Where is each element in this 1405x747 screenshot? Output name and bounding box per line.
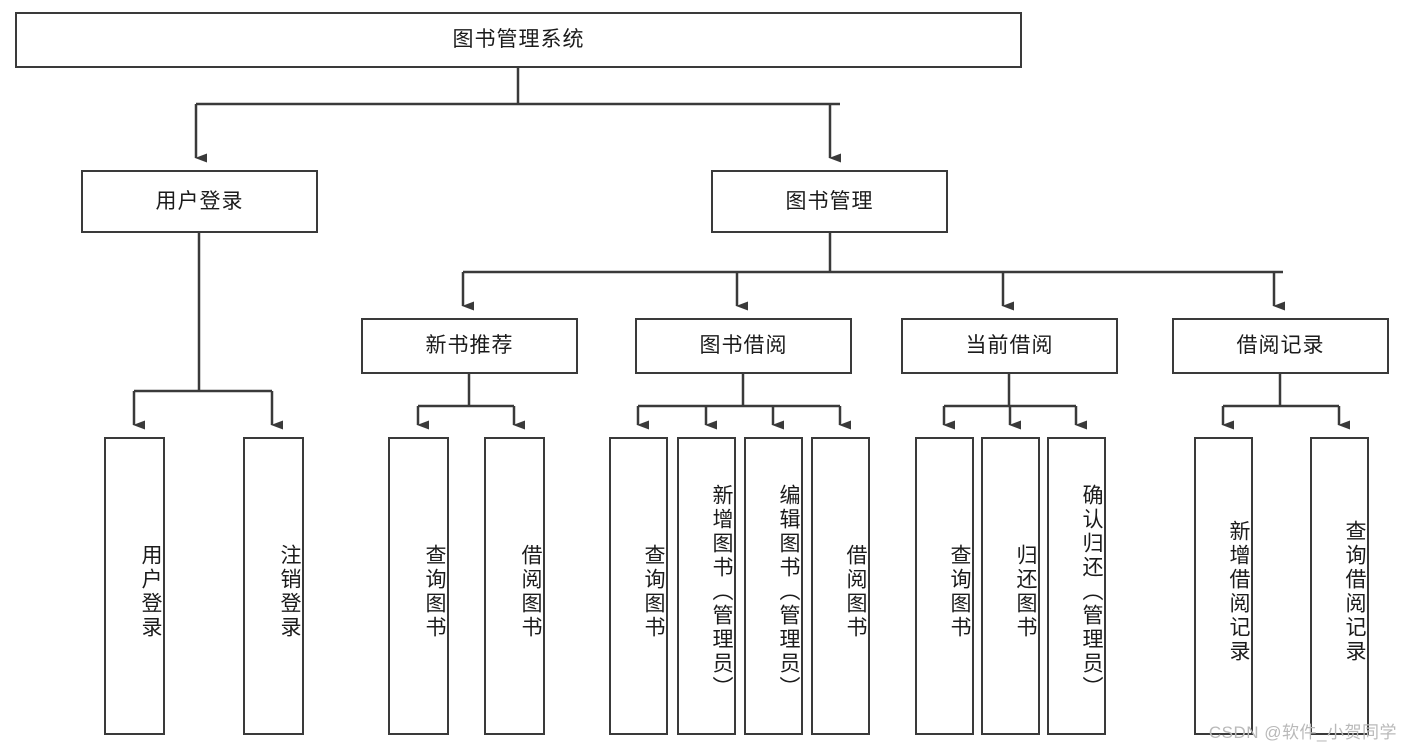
leaf-user-login-label: 用户登录 (139, 544, 162, 640)
leaf-add-book[interactable]: 新增图书（管理员） (677, 437, 736, 735)
leaf-query-book-2[interactable]: 查询图书 (609, 437, 668, 735)
leaf-query-record[interactable]: 查询借阅记录 (1310, 437, 1369, 735)
node-new-book-recommend-label: 新书推荐 (425, 334, 514, 358)
leaf-edit-book[interactable]: 编辑图书（管理员） (744, 437, 803, 735)
leaf-query-book-3[interactable]: 查询图书 (915, 437, 974, 735)
leaf-query-record-label: 查询借阅记录 (1343, 520, 1366, 664)
leaf-query-book-1-label: 查询图书 (423, 544, 446, 640)
node-book-borrow[interactable]: 图书借阅 (635, 318, 852, 374)
node-borrow-record-label: 借阅记录 (1236, 334, 1325, 358)
leaf-user-logout-label: 注销登录 (278, 544, 301, 640)
node-book-manage[interactable]: 图书管理 (711, 170, 948, 233)
node-user-login[interactable]: 用户登录 (81, 170, 318, 233)
node-current-borrow-label: 当前借阅 (965, 334, 1054, 358)
node-book-manage-label: 图书管理 (785, 189, 874, 213)
node-user-login-label: 用户登录 (155, 189, 244, 213)
leaf-query-book-3-label: 查询图书 (948, 544, 971, 640)
leaf-user-logout[interactable]: 注销登录 (243, 437, 304, 735)
leaf-confirm-return[interactable]: 确认归还（管理员） (1047, 437, 1106, 735)
leaf-borrow-book-1-label: 借阅图书 (519, 544, 542, 640)
leaf-confirm-return-label: 确认归还（管理员） (1080, 484, 1103, 700)
node-new-book-recommend[interactable]: 新书推荐 (361, 318, 578, 374)
node-current-borrow[interactable]: 当前借阅 (901, 318, 1118, 374)
leaf-return-book-label: 归还图书 (1014, 544, 1037, 640)
node-borrow-record[interactable]: 借阅记录 (1172, 318, 1389, 374)
leaf-query-book-1[interactable]: 查询图书 (388, 437, 449, 735)
node-book-borrow-label: 图书借阅 (699, 334, 788, 358)
node-root[interactable]: 图书管理系统 (15, 12, 1022, 68)
leaf-return-book[interactable]: 归还图书 (981, 437, 1040, 735)
leaf-edit-book-label: 编辑图书（管理员） (777, 484, 800, 700)
leaf-borrow-book-2-label: 借阅图书 (844, 544, 867, 640)
leaf-add-record-label: 新增借阅记录 (1227, 520, 1250, 664)
csdn-watermark: CSDN @软件_小贺同学 (1208, 723, 1397, 742)
leaf-borrow-book-1[interactable]: 借阅图书 (484, 437, 545, 735)
node-root-label: 图书管理系统 (452, 28, 585, 52)
leaf-user-login[interactable]: 用户登录 (104, 437, 165, 735)
leaf-add-record[interactable]: 新增借阅记录 (1194, 437, 1253, 735)
leaf-borrow-book-2[interactable]: 借阅图书 (811, 437, 870, 735)
leaf-add-book-label: 新增图书（管理员） (710, 484, 733, 700)
leaf-query-book-2-label: 查询图书 (642, 544, 665, 640)
